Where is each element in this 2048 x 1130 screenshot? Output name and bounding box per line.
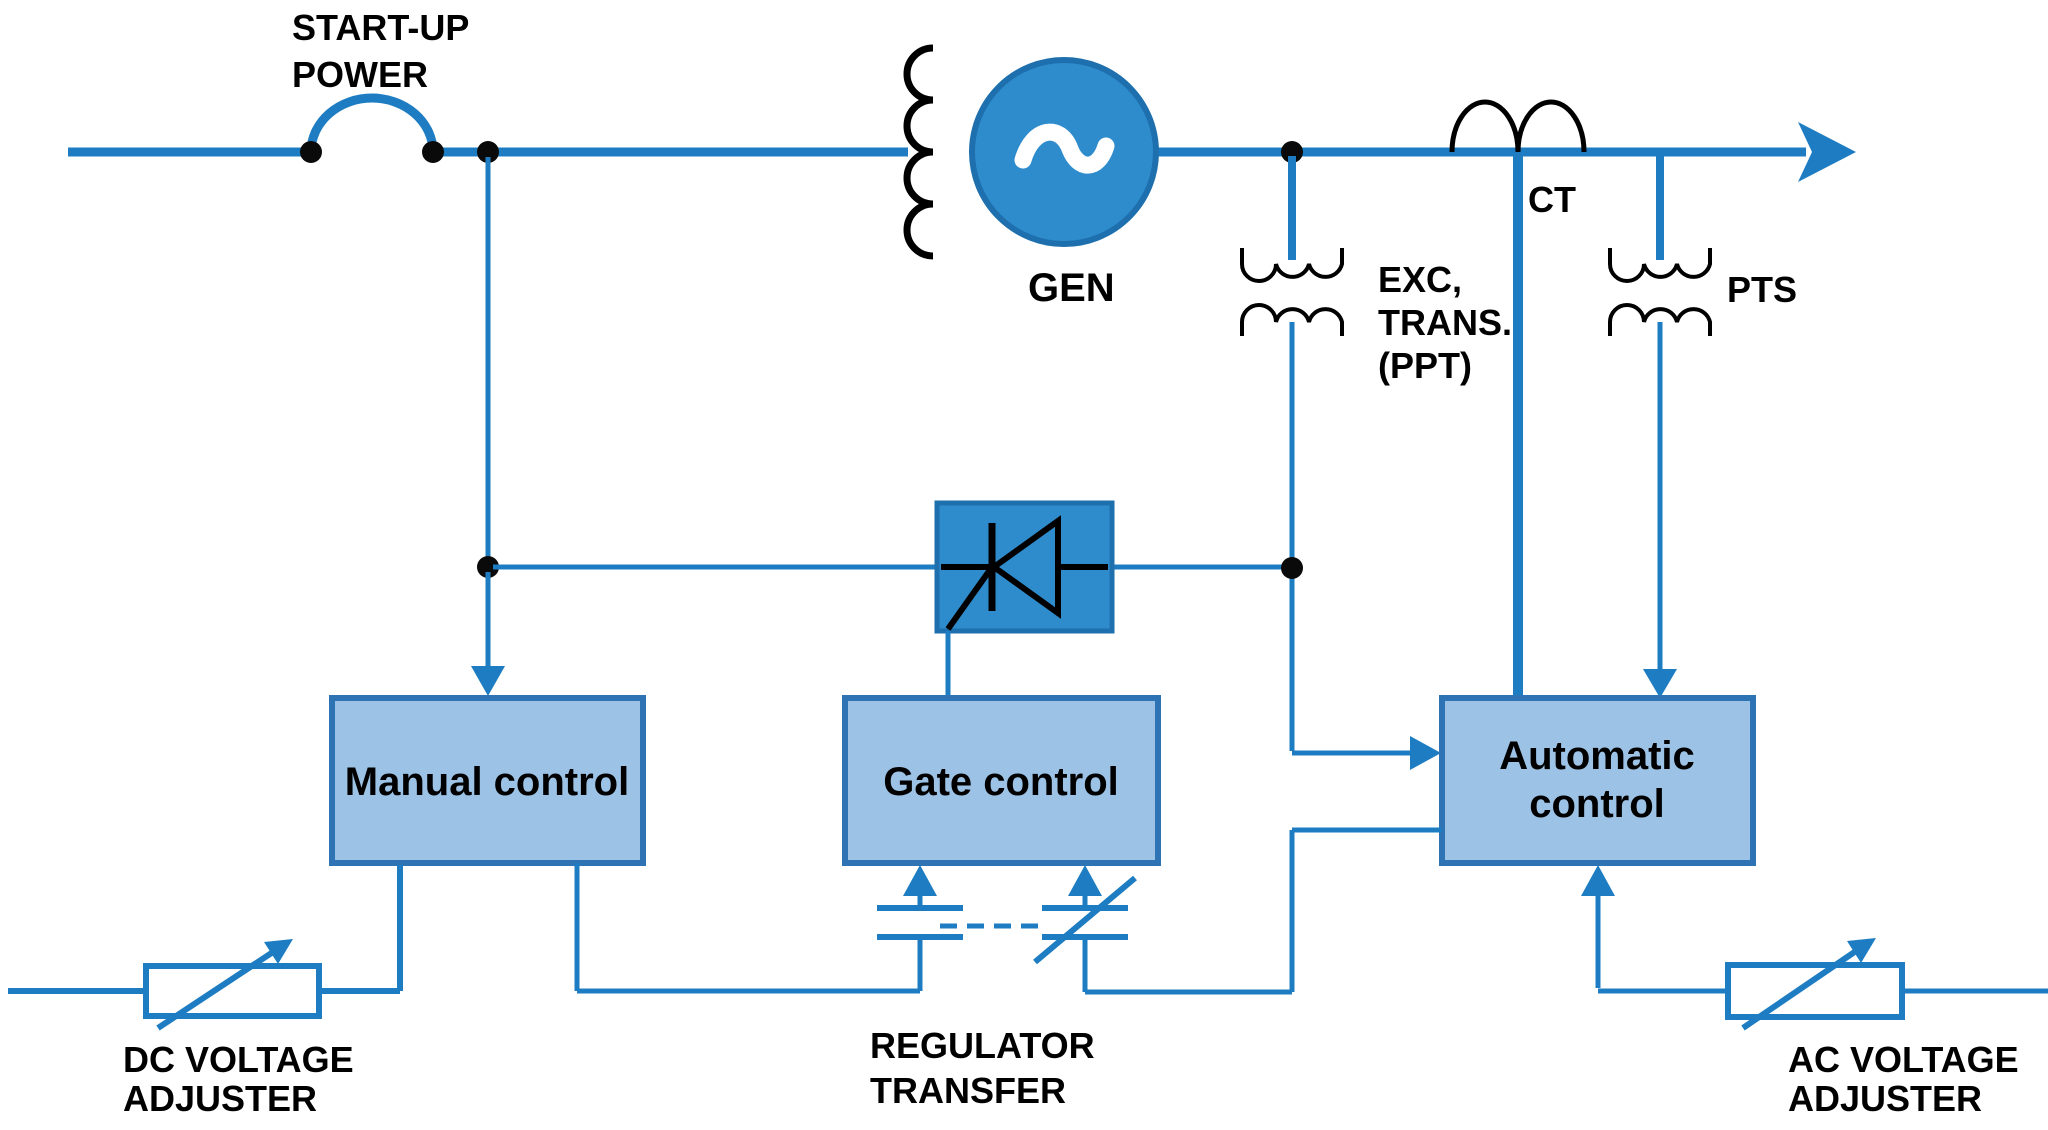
gate-control-box	[842, 695, 1161, 866]
manual-control-block: Manual control	[329, 695, 646, 866]
startup-breaker-icon	[306, 93, 438, 157]
ac-rheostat-arrow-shaft	[1741, 948, 1858, 1031]
exc-trans-label: TRANS.	[1378, 302, 1512, 343]
pts-label: PTS	[1727, 269, 1797, 310]
regulator-transfer-label: TRANSFER	[870, 1070, 1066, 1111]
ac-waveform-icon	[1014, 123, 1115, 174]
breaker-terminal-dot	[422, 141, 444, 163]
regulator-transfer-label: REGULATOR	[870, 1025, 1095, 1066]
arrow-down-icon	[471, 666, 505, 696]
exc-trans-label: (PPT)	[1378, 345, 1472, 386]
manual-feed-wires	[471, 157, 1292, 696]
thyristor-gate-lead	[945, 565, 995, 631]
automatic-control-label: Automatic	[1499, 734, 1695, 778]
automatic-control-block: Automatic control	[1439, 695, 1756, 866]
arrow-up-icon	[1068, 865, 1102, 896]
ac-rheostat-box	[1725, 962, 1905, 1020]
excitation-transformer: EXC, TRANS. (PPT)	[1240, 156, 1512, 770]
manual-feed-junction-dot	[477, 556, 499, 578]
arrow-right-icon	[1410, 736, 1441, 770]
dc-rheostat-arrow-shaft	[156, 949, 275, 1031]
exc-primary-winding-icon	[1240, 248, 1344, 283]
gate-control-block: Gate control	[842, 695, 1161, 866]
ct-winding-icon	[1449, 99, 1587, 153]
gen-label: GEN	[1028, 266, 1115, 310]
dc-adjuster-label: ADJUSTER	[123, 1078, 317, 1119]
manual-control-box	[329, 695, 646, 866]
breaker-terminal-dot	[300, 141, 322, 163]
ac-voltage-adjuster: AC VOLTAGE ADJUSTER	[1581, 865, 2048, 1119]
regulator-transfer: REGULATOR TRANSFER	[574, 827, 1442, 1111]
bus-junction-dot	[477, 141, 499, 163]
thyristor-rectifier	[934, 500, 1115, 698]
dc-voltage-adjuster: DC VOLTAGE ADJUSTER	[8, 865, 403, 1119]
pts-primary-winding-icon	[1608, 248, 1712, 283]
startup-power-label: START-UP	[292, 7, 469, 48]
field-winding	[903, 44, 934, 260]
arrow-up-right-icon	[1847, 938, 1876, 963]
ac-adjuster-label: ADJUSTER	[1788, 1078, 1982, 1119]
exc-dc-junction-dot	[1281, 557, 1303, 579]
automatic-control-box	[1439, 695, 1756, 866]
dc-adjuster-label: DC VOLTAGE	[123, 1039, 354, 1080]
power-bus: START-UP POWER	[68, 7, 1856, 182]
ct-label: CT	[1528, 179, 1576, 220]
exc-trans-label: EXC,	[1378, 259, 1462, 300]
automatic-control-label: control	[1529, 782, 1665, 826]
dc-rheostat-box	[143, 963, 322, 1019]
arrow-up-right-icon	[264, 939, 293, 964]
startup-power-label: POWER	[292, 54, 428, 95]
exc-secondary-winding-icon	[1240, 303, 1344, 336]
potential-transformers: PTS	[1608, 156, 1797, 698]
inductor-coil-icon	[903, 44, 934, 260]
arrow-down-icon	[1643, 669, 1677, 698]
bus-arrow-icon	[1798, 122, 1856, 182]
arrow-up-icon	[903, 865, 937, 896]
pts-secondary-winding-icon	[1608, 303, 1712, 336]
ac-adjuster-label: AC VOLTAGE	[1788, 1039, 2019, 1080]
transfer-right-slash-icon	[1033, 875, 1137, 965]
gate-control-label: Gate control	[883, 760, 1119, 804]
generator: GEN	[969, 57, 1159, 310]
exc-tap-junction-dot	[1281, 141, 1303, 163]
arrow-up-icon	[1581, 865, 1615, 896]
manual-control-label: Manual control	[345, 760, 629, 804]
current-transformer: CT	[1449, 99, 1587, 697]
